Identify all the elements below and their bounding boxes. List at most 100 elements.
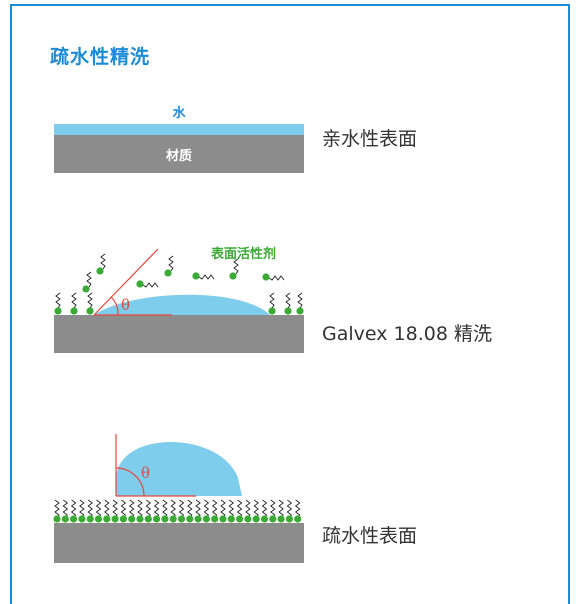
panel-hydrophobic: θ: [53, 434, 304, 563]
surfactant-head: [136, 280, 144, 288]
surfactant-tail: [285, 292, 291, 309]
surfactant-tail: [62, 499, 69, 519]
surfactant-tail: [55, 292, 61, 309]
surfactant-head: [61, 515, 69, 523]
surfactant-tail: [270, 499, 276, 519]
surfactant-head: [285, 515, 293, 523]
surfactant-head: [103, 515, 111, 523]
angle-symbol: θ: [141, 464, 150, 482]
surfactant-tail: [297, 292, 303, 309]
surfactant-head: [244, 515, 252, 523]
surfactant-tail: [79, 499, 85, 519]
surfactant-head: [82, 285, 90, 293]
surfactant-head: [277, 515, 285, 523]
galvex-caption: Galvex 18.08 精洗: [322, 323, 492, 345]
angle-symbol: θ: [121, 296, 130, 314]
surfactant-head: [169, 515, 177, 523]
surfactant-head: [202, 515, 210, 523]
surfactant-tail: [54, 499, 60, 519]
surfactant-head: [192, 272, 200, 280]
panel-galvex: 表面活性剂 θ: [54, 246, 304, 353]
surfactant-tail: [228, 499, 235, 519]
material-label: 材质: [166, 148, 192, 164]
surfactant-tail: [187, 499, 193, 519]
surfactant-head: [119, 515, 127, 523]
surfactant-tail: [278, 499, 284, 519]
surfactant-head: [161, 515, 169, 523]
surfactant-head: [70, 307, 78, 315]
angle-arc: [110, 296, 119, 316]
surfactant-label: 表面活性剂: [210, 246, 276, 262]
surfactant-head: [252, 515, 260, 523]
water-droplet: [116, 442, 242, 496]
surfactant-head: [211, 515, 219, 523]
surfactant-head: [260, 515, 269, 523]
page-title: 疏水性精洗: [50, 46, 151, 68]
surfactant-tail: [87, 292, 93, 309]
surfactant-tail: [269, 292, 275, 309]
surfactant-head: [219, 515, 227, 523]
water-label: 水: [172, 105, 186, 121]
surfactant-head: [136, 515, 144, 523]
surfactant-head: [262, 273, 270, 281]
water-layer: [54, 124, 304, 135]
angle-tangent: [93, 248, 159, 316]
surfactant-tail: [104, 499, 110, 519]
surfactant-tail: [245, 499, 251, 519]
material-block: [54, 315, 304, 353]
surfactant-tail: [120, 499, 127, 519]
surfactant-head: [268, 307, 276, 315]
surfactant-head: [153, 515, 161, 523]
surfactant-tail: [87, 499, 93, 519]
surfactant-tail: [203, 499, 210, 519]
surfactant-head: [78, 515, 86, 523]
surfactant-head: [177, 515, 186, 523]
surfactant-tail: [168, 255, 174, 272]
surfactant-head: [144, 515, 152, 523]
hydrophobic-caption: 疏水性表面: [322, 525, 418, 547]
surfactant-heads: [53, 515, 302, 523]
surfactant-head: [236, 515, 244, 523]
surfactant-head: [269, 515, 277, 523]
surfactant-tail: [294, 499, 301, 519]
surfactant-tail: [268, 275, 285, 281]
surfactant-tail: [195, 499, 201, 519]
surfactant-head: [229, 272, 237, 280]
surfactant-head: [111, 515, 119, 523]
surfactant-head: [96, 267, 104, 275]
surfactant-head: [186, 515, 194, 523]
surfactant-tail: [142, 282, 159, 288]
surfactant-tail: [100, 253, 106, 270]
surfactant-tail: [170, 499, 176, 519]
surfactant-tail: [128, 499, 135, 519]
surfactant-tail: [286, 499, 293, 519]
surfactant-head: [86, 307, 94, 315]
surfactant-head: [194, 515, 202, 523]
surfactant-head: [86, 515, 94, 523]
surfactant-tail: [198, 274, 215, 280]
water-droplet: [94, 294, 270, 315]
surfactant-tails: [54, 499, 301, 519]
surfactant-tail: [220, 499, 226, 519]
surfactant-head: [94, 515, 103, 523]
surfactant-head: [53, 515, 61, 523]
free-surfactants: [82, 253, 285, 293]
material-block: [54, 135, 304, 173]
angle-arc: [115, 467, 145, 497]
surfactant-tail: [211, 499, 218, 519]
surfactant-tail: [253, 499, 259, 519]
surfactant-head: [294, 515, 302, 523]
surfactant-head: [70, 515, 78, 523]
surfactant-tail: [71, 292, 77, 309]
surfactant-head: [54, 307, 62, 315]
material-block: [54, 523, 304, 563]
surfactant-head: [284, 307, 292, 315]
surfactant-tail: [137, 499, 143, 519]
surfactant-head: [128, 515, 136, 523]
surfactant-head: [227, 515, 235, 523]
surfactant-tail: [145, 499, 152, 519]
surfactant-tail: [112, 499, 118, 519]
surfactant-head: [296, 307, 304, 315]
surfactant-tail: [236, 499, 243, 519]
